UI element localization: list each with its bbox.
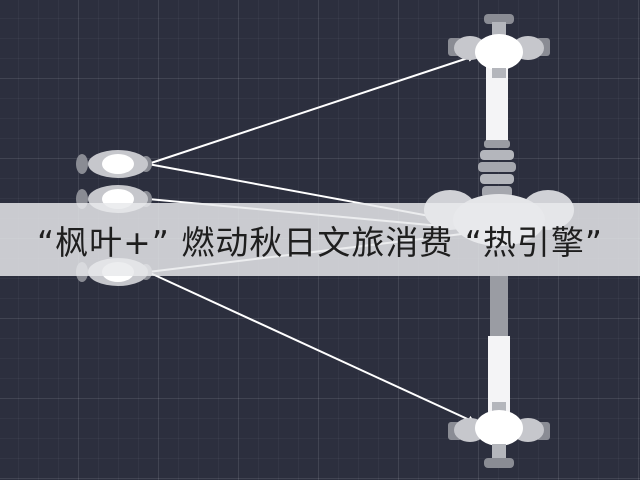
bottom-cross-node bbox=[448, 402, 550, 468]
vertical-spine bbox=[478, 60, 516, 416]
connector-line-top-to-upper-node bbox=[147, 54, 476, 165]
headline-banner: “枫叶+” 燃动秋日文旅消费 “热引擎” bbox=[0, 203, 640, 276]
headline-text: “枫叶+” 燃动秋日文旅消费 “热引擎” bbox=[36, 222, 603, 262]
left-node-1 bbox=[76, 150, 152, 178]
connector-line-bottom-to-lower-node bbox=[147, 271, 476, 424]
top-cross-node bbox=[448, 14, 550, 78]
